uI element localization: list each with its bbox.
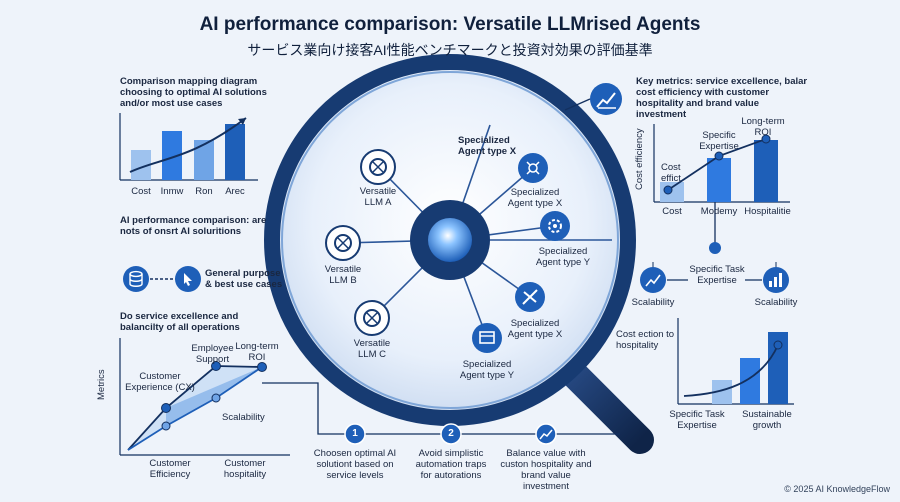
point-employee: [211, 361, 221, 371]
cx-label: Customer Experience (CX): [125, 371, 195, 393]
right-bottom-chart: [677, 318, 794, 405]
point-lower: [161, 421, 171, 431]
step-1-text: Choosen optimal AI solutiont based on se…: [313, 448, 397, 481]
right-top-bar: [754, 140, 778, 202]
right-node: [709, 242, 721, 254]
llm-a-icon: [360, 149, 396, 185]
right-bottom-xlabel: Sustainable growth: [742, 409, 792, 431]
specific-task-label: Specific Task Expertise: [689, 264, 745, 286]
left-top-bar: [162, 131, 182, 180]
right-top-heading: Key metrics: service excellence, balar c…: [636, 76, 808, 120]
scalability-label: Scalability: [222, 412, 265, 423]
left-top-bar-label: Inmw: [160, 186, 184, 197]
agent-box-icon: [472, 323, 502, 353]
step-1-number: 1: [352, 428, 358, 439]
left-mid-heading: AI performance comparison: are nots of o…: [120, 215, 267, 237]
scalability-right-icon: [763, 267, 789, 293]
point-roi: [257, 362, 267, 372]
left-bottom-chart: [119, 338, 290, 456]
left-bottom-xlabel: Customer hospitality: [223, 458, 267, 480]
left-top-bar: [225, 124, 245, 180]
spec-y2-label: Specialized Agent type Y: [459, 359, 515, 381]
llm-c-label: Versatile LLM C: [353, 338, 391, 360]
copyright-footer: © 2025 AI KnowledgeFlow: [784, 484, 890, 494]
right-top-roi-label: Long-term ROI: [741, 116, 785, 138]
llm-a-label: Versatile LLM A: [359, 186, 397, 208]
database-icon: [123, 266, 149, 292]
left-bottom-heading: Do service excellence and balancilty of …: [120, 311, 240, 333]
steps-connector: [262, 382, 620, 435]
point-cx: [161, 403, 171, 413]
page-subtitle: サービス業向け接客AI性能ベンチマークと投資対効果の評価基準: [247, 42, 653, 58]
right-bottom-bar: [768, 332, 788, 404]
left-top-chart: [119, 113, 258, 181]
right-top-connector: [564, 98, 591, 111]
left-bottom-xlabel: Customer Efficiency: [149, 458, 191, 480]
general-purpose-label: General purpose & best use cases: [205, 268, 283, 290]
right-top-bar: [707, 158, 731, 202]
llm-b-icon: [325, 225, 361, 261]
scalability-left-icon: [640, 267, 666, 293]
step-3-trend-icon: [535, 423, 557, 445]
right-top-ylabel: Cost efficiency: [634, 128, 645, 190]
right-top-bar-label: Modemy: [700, 206, 738, 217]
left-top-bar-label: Cost: [131, 186, 151, 197]
long-term-roi-label: Long-term ROI: [235, 341, 279, 363]
step-2-badge: [440, 423, 462, 445]
scalability-right-label: Scalability: [754, 297, 798, 308]
central-hub: [410, 200, 490, 280]
right-top-chart: [653, 124, 790, 203]
left-top-bar: [194, 140, 214, 180]
right-bottom-xlabel: Specific Task Expertise: [669, 409, 725, 431]
point-scalability: [211, 393, 221, 403]
employee-support-label: Employee Support: [191, 343, 234, 365]
left-top-bar-label: Arec: [225, 186, 245, 197]
trend-chart-icon: [590, 83, 622, 115]
scalability-left-label: Scalability: [631, 297, 675, 308]
spec-y1-label: Specialized Agent type Y: [535, 246, 591, 268]
right-top-bar-label: Hospitalitie: [744, 206, 791, 217]
agent-tools-icon: [515, 282, 545, 312]
llm-c-icon: [354, 300, 390, 336]
left-top-heading: Comparison mapping diagram choosing to o…: [120, 76, 267, 109]
step-3-text: Balance value with custon hospitality an…: [500, 448, 592, 492]
cost-hospitality-label: Cost ection to hospitality: [616, 329, 675, 351]
cursor-icon: [175, 266, 201, 292]
left-top-bar-label: Ron: [195, 186, 213, 197]
left-top-bar: [131, 150, 151, 180]
agent-network-icon: [518, 153, 548, 183]
specific-expertise-label: Specific Expertise: [699, 130, 739, 152]
right-bottom-bar: [712, 380, 732, 404]
right-bottom-bar: [740, 358, 760, 404]
cost-effect-label: Cost effict: [661, 162, 681, 184]
spec-x1-label: Specialized Agent type X: [507, 187, 563, 209]
agent-gear-icon: [540, 211, 570, 241]
step-2-text: Avoid simplistic automation traps for au…: [415, 448, 487, 481]
right-top-bar-label: Cost: [662, 206, 682, 217]
step-1-badge: [344, 423, 366, 445]
spec-top-label: Specialized Agent type X: [458, 135, 517, 157]
llm-b-label: Versatile LLM B: [324, 264, 362, 286]
page-title: AI performance comparison: Versatile LLM…: [199, 14, 701, 35]
spec-x2-label: Specialized Agent type X: [507, 318, 563, 340]
left-bottom-ylabel: Metrics: [96, 369, 107, 400]
step-2-number: 2: [448, 428, 454, 439]
